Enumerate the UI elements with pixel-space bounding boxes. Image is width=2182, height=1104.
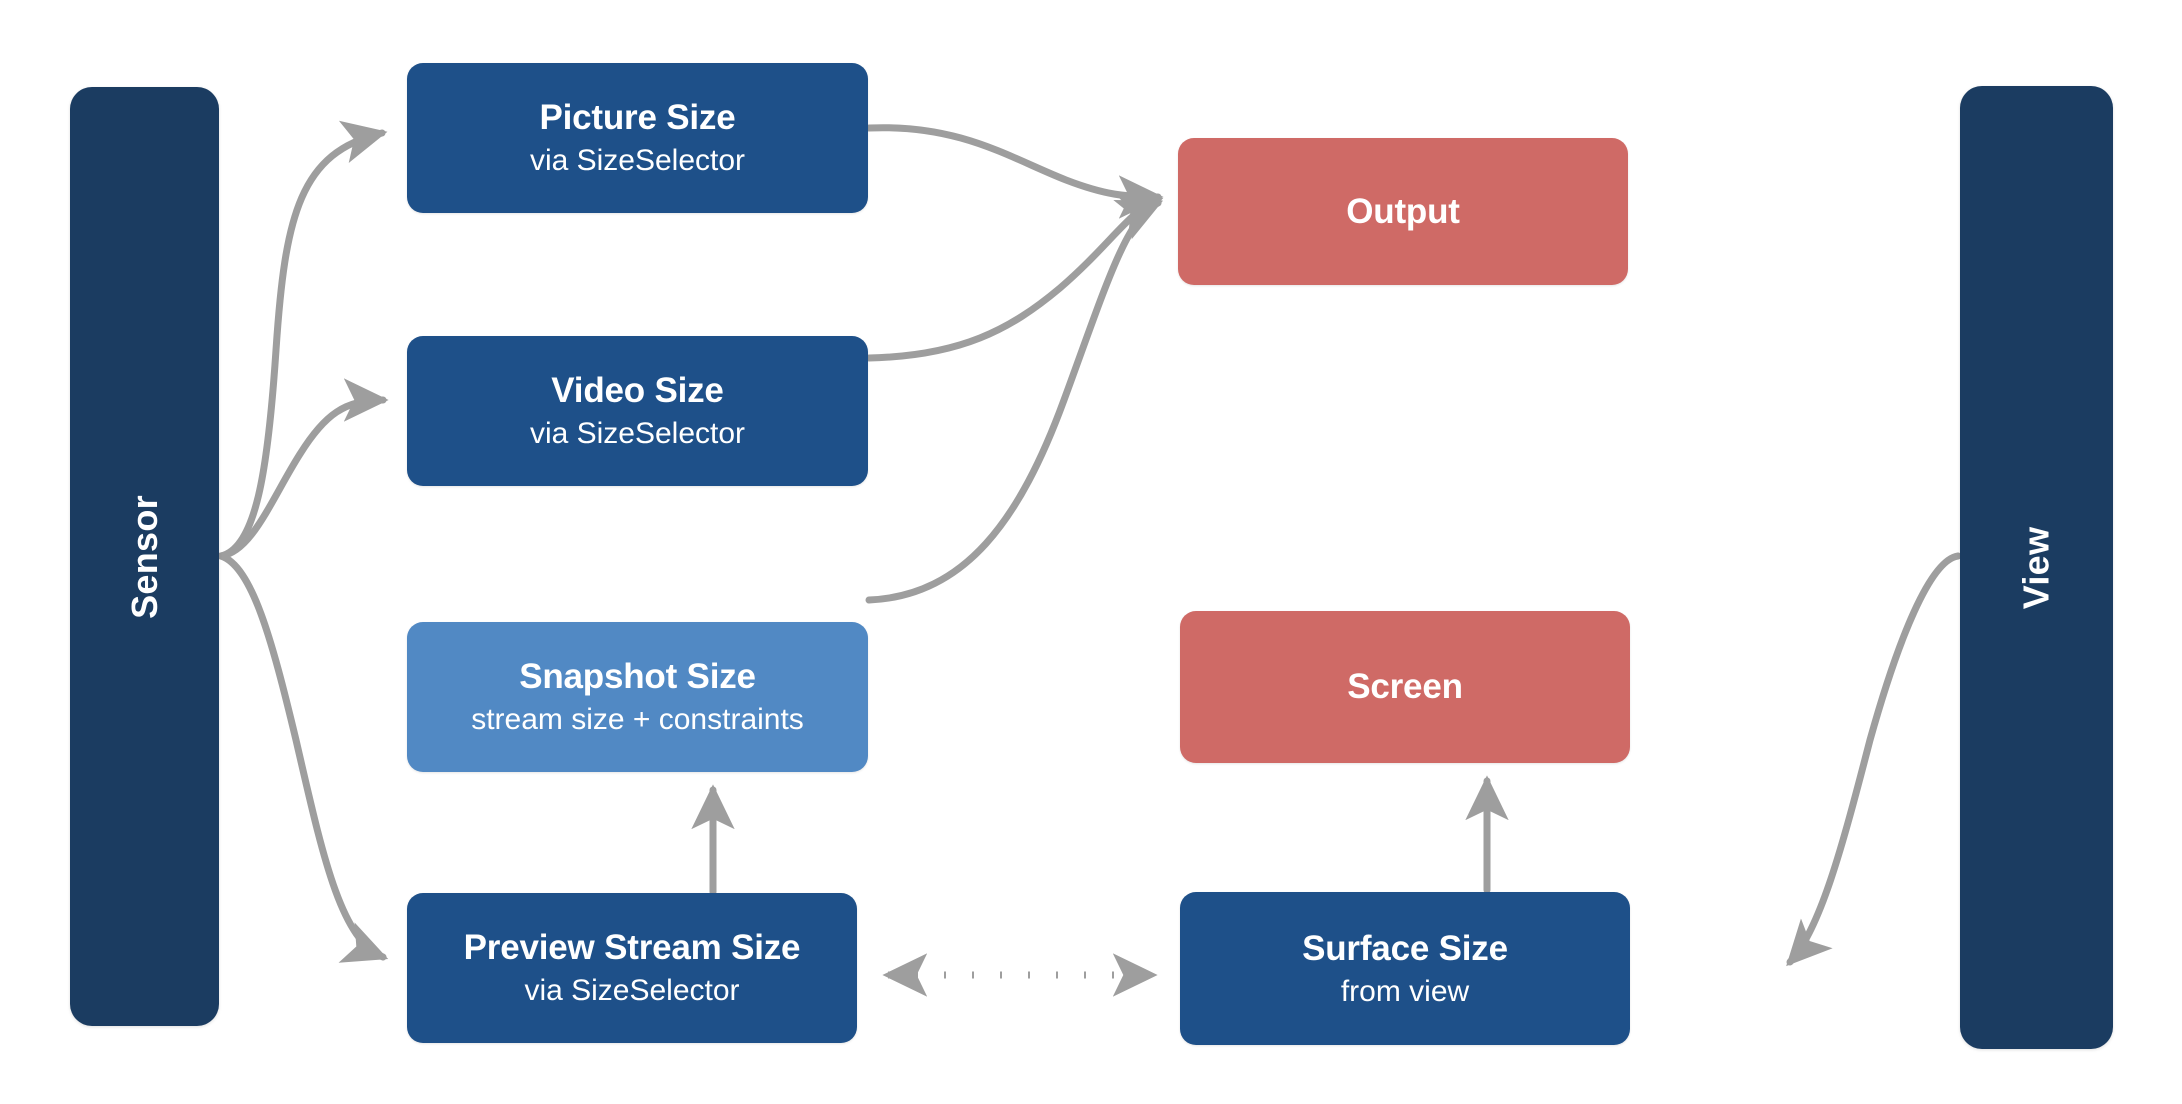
lane-sensor-label: Sensor [123, 494, 165, 619]
lane-view-label: View [2015, 526, 2057, 609]
edge-picture-size-to-output [865, 124, 1164, 219]
edge-sensor-to-video-size [217, 378, 389, 560]
edge-video-size-to-output [865, 192, 1164, 362]
edge-sensor-to-preview-stream-size [217, 552, 389, 963]
node-video-size-subtitle: via SizeSelector [529, 417, 746, 451]
node-video-size[interactable]: Video Size via SizeSelector [407, 336, 868, 486]
node-video-size-title: Video Size [551, 371, 724, 411]
node-screen-title: Screen [1347, 667, 1463, 707]
node-output[interactable]: Output [1178, 138, 1628, 285]
node-surface-size[interactable]: Surface Size from view [1180, 892, 1630, 1045]
lane-view[interactable]: View [1960, 86, 2113, 1049]
node-preview-stream-size-subtitle: via SizeSelector [524, 974, 740, 1008]
node-snapshot-size[interactable]: Snapshot Size stream size + constraints [407, 622, 868, 772]
edge-sensor-to-picture-size [217, 120, 388, 560]
node-snapshot-size-subtitle: stream size + constraints [471, 703, 804, 737]
node-picture-size[interactable]: Picture Size via SizeSelector [407, 63, 868, 213]
node-snapshot-size-title: Snapshot Size [519, 657, 756, 697]
node-output-title: Output [1346, 191, 1460, 231]
node-surface-size-title: Surface Size [1302, 928, 1508, 968]
node-screen[interactable]: Screen [1180, 611, 1630, 763]
node-preview-stream-size-title: Preview Stream Size [463, 928, 801, 968]
edge-view-to-surface-size [1786, 552, 1962, 967]
edge-snapshot-size-to-output [865, 199, 1164, 604]
node-picture-size-title: Picture Size [539, 98, 736, 138]
node-picture-size-subtitle: via SizeSelector [529, 144, 746, 178]
lane-sensor[interactable]: Sensor [70, 87, 219, 1026]
node-surface-size-subtitle: from view [1340, 974, 1470, 1008]
node-preview-stream-size[interactable]: Preview Stream Size via SizeSelector [407, 893, 857, 1043]
